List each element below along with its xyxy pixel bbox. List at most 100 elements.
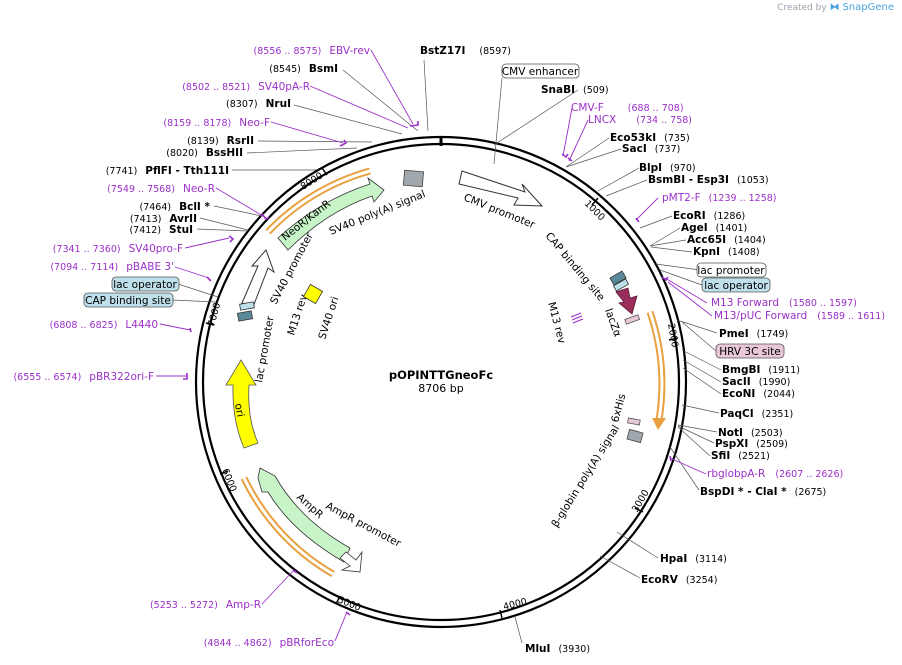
primer-rbglobpa-r: rbglobpA-R(2607 .. 2626)	[707, 468, 843, 480]
hrv-site-mark	[624, 314, 641, 325]
plasmid-name: pOPINTTGneoFc	[389, 368, 493, 382]
ampr-cds-arc-outline	[240, 476, 335, 578]
fc-cds-arc	[648, 311, 664, 421]
lac-operator-left-label: lac operator	[113, 279, 177, 291]
enzyme-pmei: PmeI(1749)	[719, 328, 788, 340]
snapgene-logo-icon: ⧓	[829, 2, 840, 13]
cap-site-left-box	[83, 292, 174, 308]
primer-sv40pro-f: (7341 .. 7360)SV40pro-F	[53, 243, 183, 255]
primer-lncx: LNCX(734 .. 758)	[588, 114, 692, 126]
cap-site-left-label: CAP binding site	[85, 295, 171, 307]
snapgene-credit: Created by ⧓ SnapGene	[777, 2, 894, 13]
lac-promoter-right-box	[696, 262, 767, 278]
primer-pbrforeco: (4844 .. 4862)pBRforEco	[204, 637, 334, 649]
enzyme-acc65i: Acc65I(1404)	[687, 234, 766, 246]
neo-cds-arc	[266, 169, 371, 234]
tick-label-4000: 4000	[502, 596, 528, 613]
tick-6000	[219, 470, 229, 475]
ampr-cds-arc	[242, 477, 334, 576]
enzyme-snabi: SnaBI(509)	[541, 84, 609, 96]
primer-labels: (8556 .. 8575)EBV-rev (8502 .. 8521)SV40…	[13, 45, 885, 649]
ori-label: ori	[232, 402, 246, 418]
enzyme-bsmi: (8545)BsmI	[269, 63, 338, 75]
cap-site-box-left	[236, 310, 254, 322]
lac-promoter-left-label: lac promoter	[253, 315, 277, 384]
enzyme-nrui: (8307)NruI	[226, 98, 291, 110]
enzyme-noti: NotI(2503)	[718, 427, 783, 439]
primer-leaders	[156, 49, 713, 642]
enzyme-pspxi: PspXI(2509)	[715, 438, 788, 450]
enzyme-eco53ki: Eco53kI(735)	[610, 132, 690, 144]
lac-operator-right-box	[701, 277, 771, 293]
primer-amp-r: (5253 .. 5272)Amp-R	[150, 599, 261, 611]
cap-site-box-right	[609, 270, 627, 286]
lac-promoter-right-label: lac promoter	[697, 265, 765, 277]
hrv-3c-site-box	[715, 343, 785, 359]
tick-8000	[321, 167, 328, 176]
plasmid-size: 8706 bp	[418, 382, 463, 395]
primer-l4440: (6808 .. 6825)L4440	[50, 319, 158, 331]
cmv-promoter-arrow	[458, 170, 544, 207]
enzyme-mlui: MluI(3930)	[525, 643, 590, 655]
enzyme-econi: EcoNI(2044)	[722, 388, 795, 400]
credit-brand: SnapGene	[842, 2, 894, 13]
lacz-label: lacZα	[602, 307, 623, 339]
primer-neo-f: (8159 .. 8178)Neo-F	[163, 117, 270, 129]
enzyme-leaders	[171, 59, 722, 644]
primer-pbabe3: (7094 .. 7114)pBABE 3'	[50, 261, 174, 273]
enzyme-sfii: SfiI(2521)	[711, 450, 770, 462]
primer-m13-forward: M13 Forward(1580 .. 1597)	[711, 297, 857, 309]
primer-pbr322ori-f: (6555 .. 6574)pBR322ori-F	[13, 371, 154, 383]
sv40-polya-box	[402, 169, 425, 188]
lac-operator-right-label: lac operator	[704, 280, 768, 292]
boxed-labels: CMV enhancer lac promoter lac operator H…	[83, 63, 785, 359]
lacz-arrow	[615, 287, 638, 315]
m13-rev-right-mark	[570, 312, 584, 324]
primer-m13-puc-forward: M13/pUC Forward(1589 .. 1611)	[714, 310, 885, 322]
ampr-promoter-arrow	[339, 550, 363, 573]
enzyme-bspdi: BspDI * - ClaI *(2675)	[700, 486, 826, 498]
primer-cmv-f: CMV-F(688 .. 708)	[571, 102, 684, 114]
sv40-promoter-arrow	[241, 249, 275, 308]
cmv-enhancer-label: CMV enhancer	[502, 66, 579, 78]
lac-operator-left-box	[111, 276, 180, 292]
m13-rev-left-label: M13 rev	[285, 293, 310, 337]
enzyme-kpni: KpnI(1408)	[693, 246, 760, 258]
enzyme-bsshii: (8020)BssHII	[166, 147, 243, 159]
enzyme-ecori: EcoRI(1286)	[673, 210, 745, 222]
neo-arrow	[277, 176, 385, 251]
tick-label-5000: 5000	[336, 595, 363, 614]
enzyme-bcli: (7464)BclI *	[140, 201, 211, 213]
cmv-enhancer-box	[501, 63, 580, 79]
enzyme-stui: (7412)StuI	[129, 224, 193, 236]
sv40-ori-box	[302, 283, 324, 305]
enzyme-avrii: (7413)AvrII	[130, 213, 197, 225]
enzyme-paqci: PaqCI(2351)	[720, 408, 793, 420]
tick-2000	[668, 337, 679, 341]
hrv-3c-site-label: HRV 3C site	[719, 346, 780, 358]
beta-globin-polya-box	[626, 428, 644, 444]
primer-sv40pa-r: (8502 .. 8521)SV40pA-R	[182, 81, 310, 93]
tick-1000	[591, 197, 599, 206]
cap-binding-site-label: CAP binding site	[543, 230, 607, 303]
lac-operator-box-left	[239, 301, 255, 311]
enzyme-hpai: HpaI(3114)	[660, 553, 727, 565]
enzyme-labels: BstZ17I(8597) (8545)BsmI (8307)NruI (813…	[106, 45, 827, 655]
primer-pmt2-f: pMT2-F(1239 .. 1258)	[662, 192, 777, 204]
tick-label-2000: 2000	[665, 323, 680, 349]
lac-operator-box-right	[612, 278, 630, 292]
primer-ebv-rev: (8556 .. 8575)EBV-rev	[254, 45, 371, 57]
his-tag-label: 6xHis	[609, 392, 628, 423]
enzyme-bstz17i: BstZ17I(8597)	[420, 45, 511, 57]
tick-label-6000: 6000	[219, 467, 238, 494]
tick-4000	[499, 609, 503, 619]
enzyme-sacii: SacII(1990)	[722, 376, 790, 388]
sv40-ori-label: SV40 ori	[316, 295, 341, 341]
his-tag-mark	[627, 417, 641, 426]
enzyme-ecorv: EcoRV(3254)	[641, 574, 717, 586]
credit-prefix: Created by	[777, 3, 827, 13]
tick-7000	[205, 322, 215, 326]
enzyme-pflfi: (7741)PflFI - Tth111I	[106, 165, 229, 177]
enzyme-bmgbi: BmgBI(1911)	[722, 364, 800, 376]
